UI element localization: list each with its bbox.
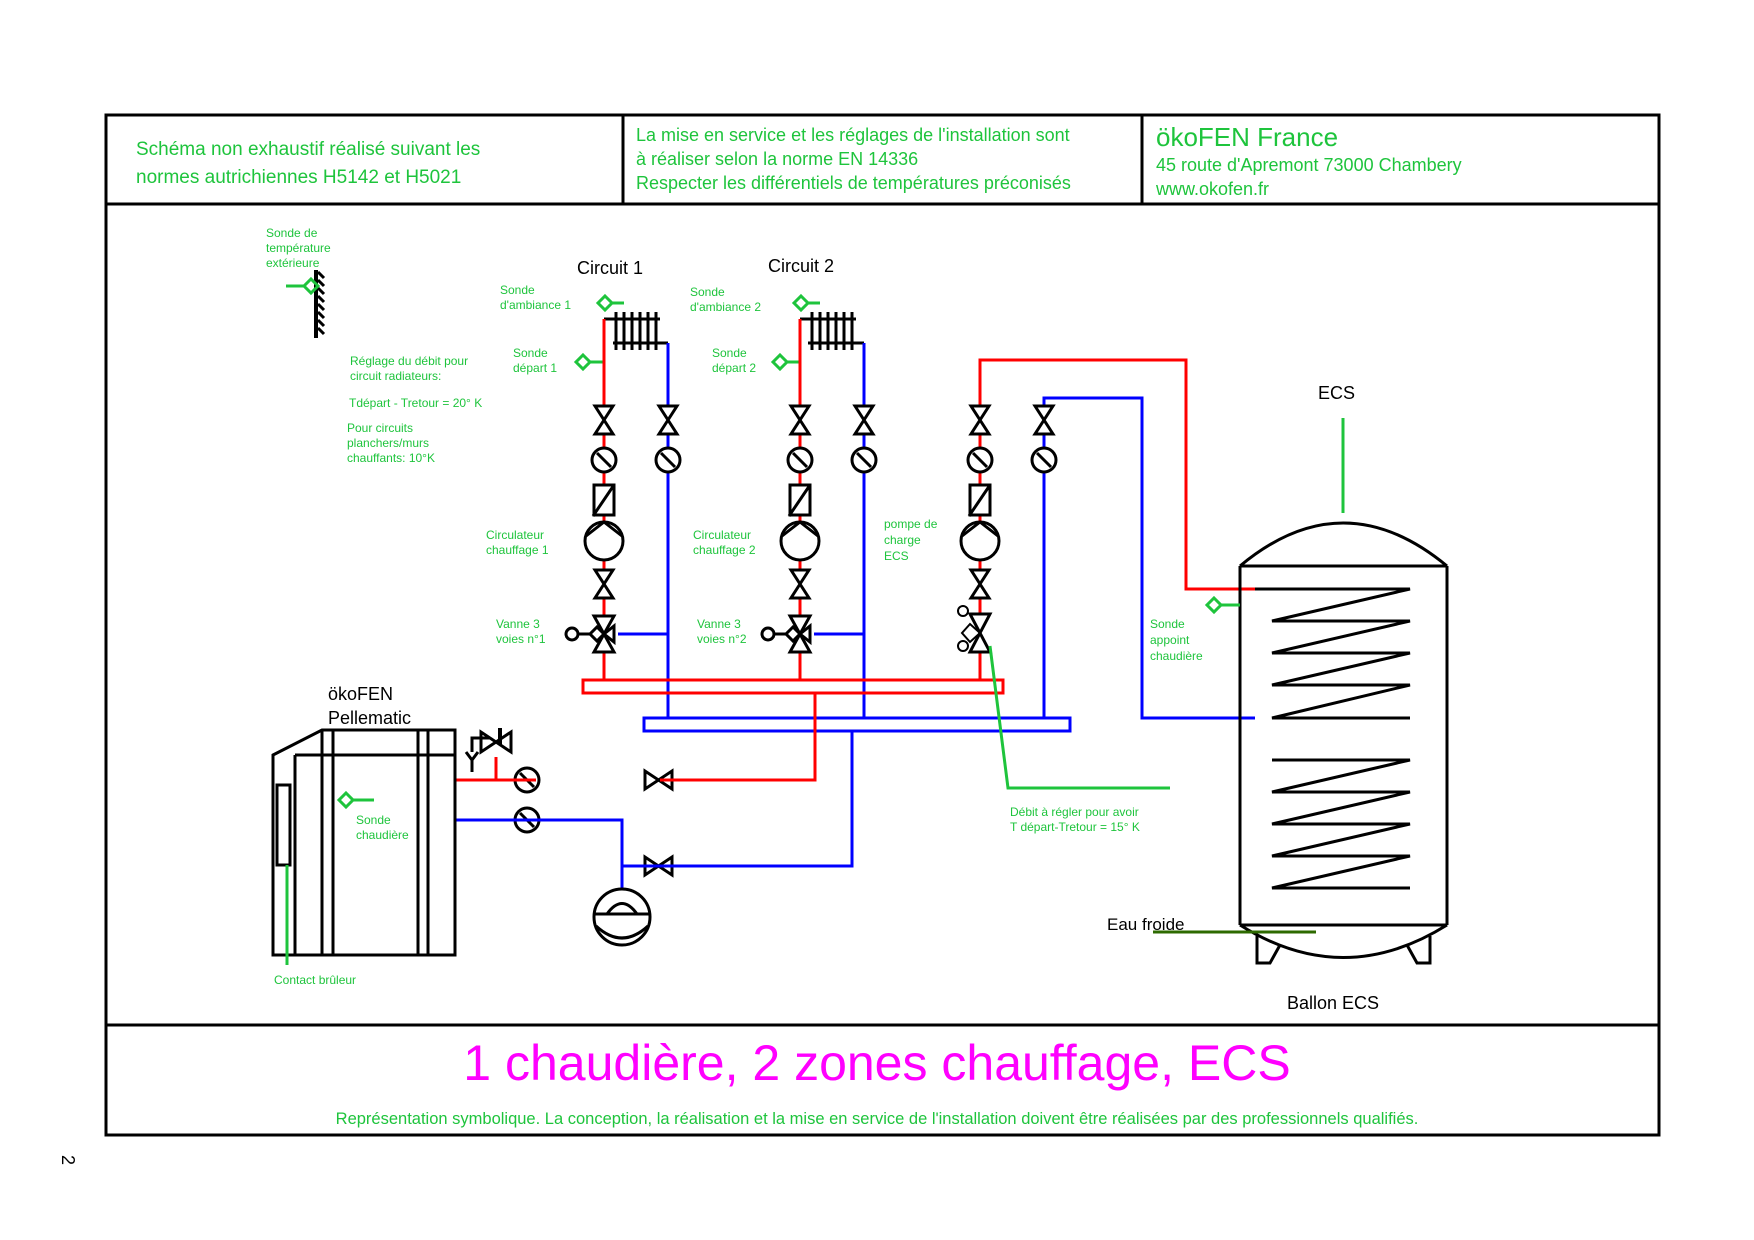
- gate-valve-icon: [643, 768, 674, 792]
- room-sensor-icon: [791, 293, 811, 313]
- header-cell-commissioning: La mise en service et les réglages de l'…: [636, 125, 1071, 193]
- company-name: ökoFEN France: [1156, 122, 1338, 152]
- gate-valve-icon: [852, 404, 876, 436]
- header-text-line: Schéma non exhaustif réalisé suivant les: [136, 139, 480, 160]
- upper-coil-icon: [1255, 587, 1411, 720]
- header-text-line: Respecter les différentiels de températu…: [636, 173, 1071, 193]
- expansion-vessel-icon: [592, 866, 652, 947]
- svg-text:départ 1: départ 1: [513, 361, 557, 375]
- gate-valve-icon: [968, 568, 992, 600]
- header-cell-company: ökoFEN France 45 route d'Apremont 73000 …: [1155, 122, 1462, 199]
- dhw-tank: ECS Sonde appoint chaudière Eau froide B…: [1107, 383, 1449, 1013]
- flow-sensor-icon: [770, 352, 790, 372]
- pump-2-label: chauffage 2: [693, 543, 756, 557]
- valve-1-label: voies n°1: [496, 632, 546, 646]
- flow-notes: Réglage du débit pour circuit radiateurs…: [347, 354, 482, 465]
- cold-water-label: Eau froide: [1107, 915, 1185, 934]
- valve-1-label: Vanne 3: [496, 617, 540, 631]
- boiler-sensor-icon: [336, 790, 356, 810]
- header-text-line: normes autrichiennes H5142 et H5021: [136, 167, 461, 188]
- flow-adjust-note: T départ-Tretour = 15° K: [1010, 820, 1140, 834]
- svg-text:ECS: ECS: [1318, 383, 1355, 403]
- disclaimer: Représentation symbolique. La conception…: [336, 1110, 1419, 1128]
- svg-text:Sonde: Sonde: [1150, 617, 1185, 631]
- gate-valve-icon: [592, 568, 616, 600]
- svg-text:Sonde: Sonde: [513, 346, 548, 360]
- svg-text:appoint: appoint: [1150, 633, 1190, 647]
- gate-valve-icon: [788, 404, 812, 436]
- gate-valve-icon: [1032, 404, 1056, 436]
- outdoor-sensor: Sonde de température extérieure: [266, 226, 331, 338]
- heating-circuit-1: Sonde d'ambiance 1 Sonde départ 1: [500, 283, 670, 718]
- svg-text:Sonde: Sonde: [712, 346, 747, 360]
- supply-manifold: [581, 678, 1005, 695]
- circuit-2-title: Circuit 2: [768, 256, 834, 276]
- svg-text:planchers/murs: planchers/murs: [347, 436, 429, 450]
- svg-text:d'ambiance 1: d'ambiance 1: [500, 298, 571, 312]
- pump-icon: [583, 520, 625, 562]
- svg-text:Sonde: Sonde: [690, 285, 725, 299]
- gate-valve-icon: [788, 568, 812, 600]
- header-text-line: à réaliser selon la norme EN 14336: [636, 149, 918, 169]
- svg-text:pompe de: pompe de: [884, 517, 938, 531]
- pump-icon: [779, 520, 821, 562]
- svg-text:température: température: [266, 241, 331, 255]
- boiler-supply-pipe: [660, 693, 817, 782]
- frame: [104, 113, 1661, 1137]
- components: [513, 404, 1058, 878]
- svg-text:extérieure: extérieure: [266, 256, 320, 270]
- pump-1-label: Circulateur: [486, 528, 544, 542]
- boiler: ökoFEN Pellematic Sonde chaudière Contac…: [271, 684, 457, 987]
- svg-text:Réglage du débit pour: Réglage du débit pour: [350, 354, 468, 368]
- company-address: 45 route d'Apremont 73000 Chambery: [1156, 155, 1462, 175]
- heating-circuit-2: Sonde d'ambiance 2 Sonde départ 2: [690, 285, 866, 718]
- gate-valve-icon: [656, 404, 680, 436]
- header-text-line: La mise en service et les réglages de l'…: [636, 125, 1070, 145]
- svg-text:départ 2: départ 2: [712, 361, 756, 375]
- company-website[interactable]: www.okofen.fr: [1155, 179, 1269, 199]
- gate-valve-icon: [968, 404, 992, 436]
- circuit-1-title: Circuit 1: [577, 258, 643, 278]
- svg-text:Tdépart - Tretour = 20° K: Tdépart - Tretour = 20° K: [349, 396, 482, 410]
- valve-2-label: voies n°2: [697, 632, 747, 646]
- diagram-title: 1 chaudière, 2 zones chauffage, ECS: [463, 1035, 1290, 1091]
- dhw-loop: pompe de charge ECS: [884, 358, 1255, 720]
- svg-text:circuit radiateurs:: circuit radiateurs:: [350, 369, 441, 383]
- header-cell-norms: Schéma non exhaustif réalisé suivant les…: [136, 139, 480, 188]
- svg-text:ökoFEN: ökoFEN: [328, 684, 393, 704]
- tank-label: Ballon ECS: [1287, 993, 1379, 1013]
- svg-text:chauffants: 10°K: chauffants: 10°K: [347, 451, 435, 465]
- valve-2-label: Vanne 3: [697, 617, 741, 631]
- return-manifold: [642, 716, 1072, 733]
- radiator-icon: [604, 312, 668, 350]
- boiler-return-pipe: [456, 731, 854, 868]
- pump-2-label: Circulateur: [693, 528, 751, 542]
- svg-text:chaudière: chaudière: [1150, 649, 1203, 663]
- lower-coil-icon: [1271, 758, 1411, 890]
- sensor-diamond-icon: [301, 276, 321, 296]
- page-number: 2: [58, 1155, 78, 1165]
- svg-text:Sonde: Sonde: [500, 283, 535, 297]
- safety-valve-icon: [464, 728, 513, 780]
- burner-contact-label: Contact brûleur: [274, 973, 356, 987]
- radiator-icon: [800, 312, 864, 350]
- svg-text:d'ambiance 2: d'ambiance 2: [690, 300, 761, 314]
- svg-text:ECS: ECS: [884, 549, 909, 563]
- flow-sensor-icon: [573, 352, 593, 372]
- flow-adjust-note: Débit à régler pour avoir: [1010, 805, 1139, 819]
- svg-text:Sonde: Sonde: [356, 813, 391, 827]
- svg-text:chaudière: chaudière: [356, 828, 409, 842]
- svg-text:Pour circuits: Pour circuits: [347, 421, 413, 435]
- svg-text:Pellematic: Pellematic: [328, 708, 411, 728]
- pump-1-label: chauffage 1: [486, 543, 549, 557]
- dhw-sensor-icon: [1204, 595, 1224, 615]
- pump-icon: [959, 520, 1001, 562]
- svg-text:Sonde de: Sonde de: [266, 226, 318, 240]
- svg-text:charge: charge: [884, 533, 921, 547]
- room-sensor-icon: [595, 293, 615, 313]
- gate-valve-icon: [592, 404, 616, 436]
